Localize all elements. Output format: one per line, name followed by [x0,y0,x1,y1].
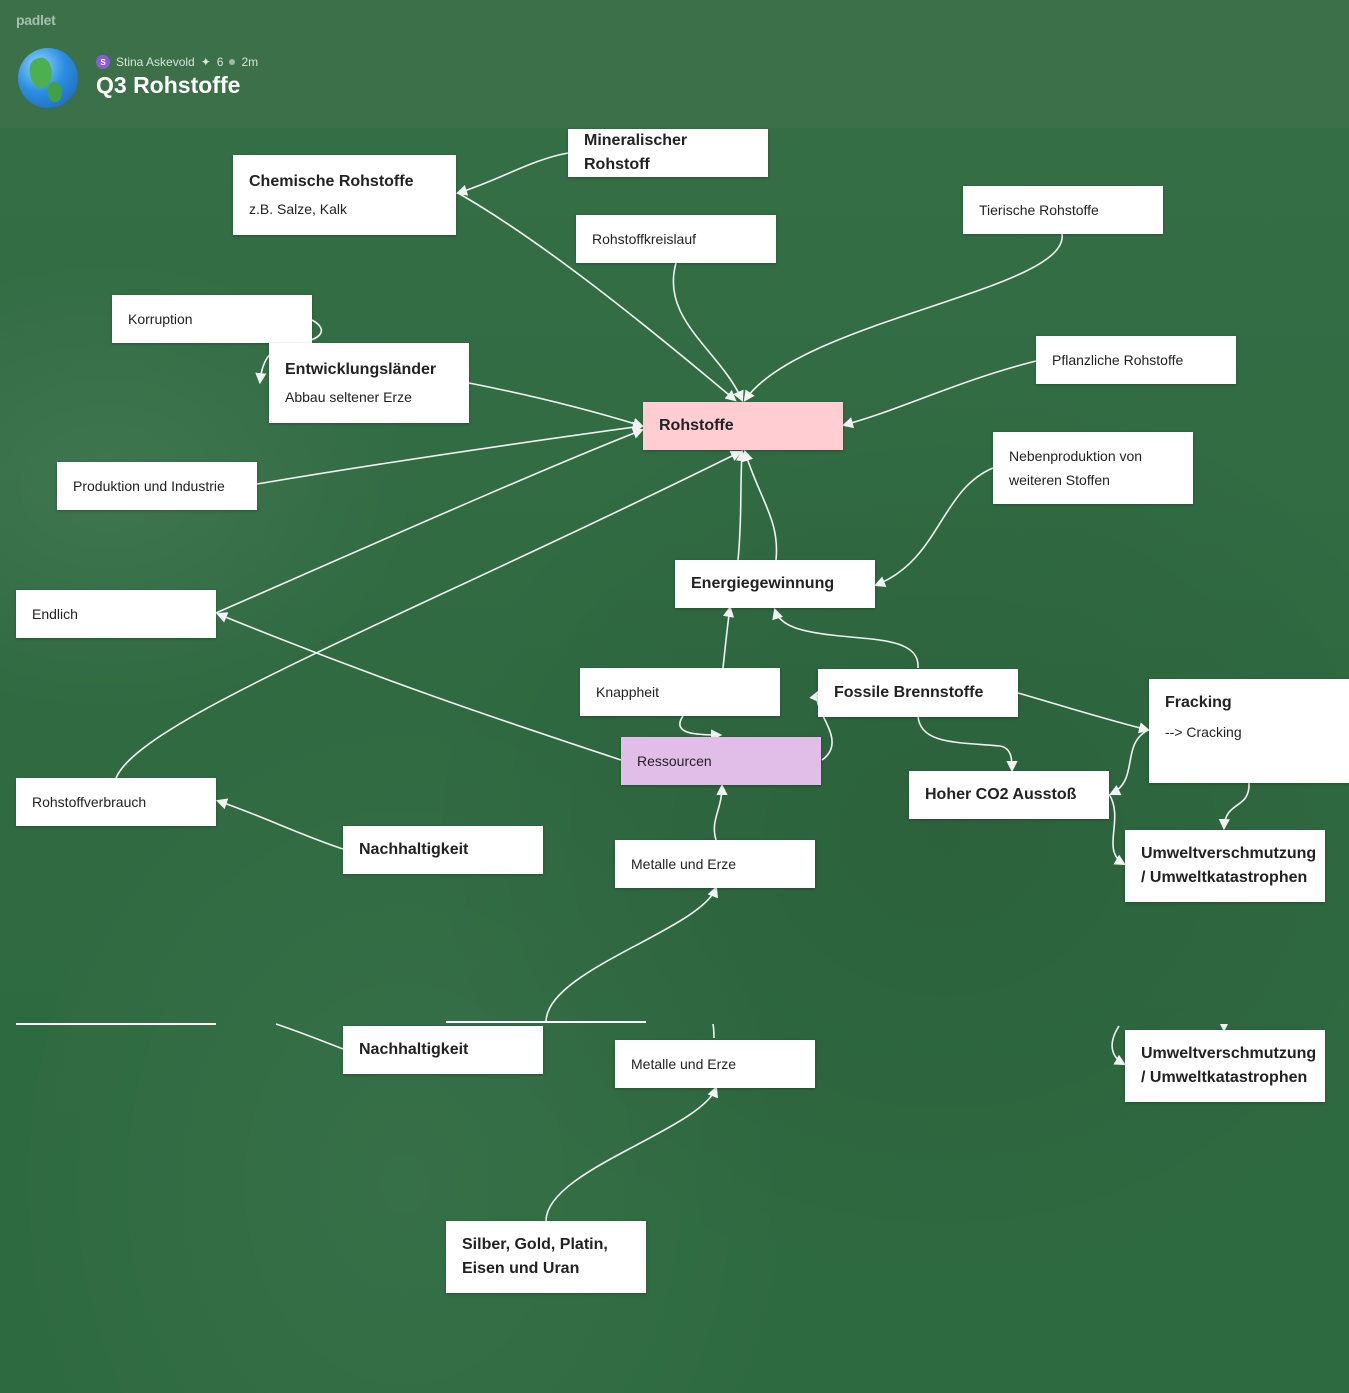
card-metalle-und-erze-duplicate[interactable]: Metalle und Erze [615,1040,815,1088]
card-rohstoffverbrauch[interactable]: Rohstoffverbrauch [16,778,216,826]
link-pflanzliche-rohstoffe [841,360,1037,429]
link-metalle-ressourcen [713,783,728,841]
card-entwicklungslaender[interactable]: Entwicklungsländer Abbau seltener Erze [269,343,469,423]
card-title: Korruption [128,311,193,327]
link-neben-energie [873,467,994,587]
link-knappheit-ressourcen [679,715,723,741]
card-title: Pflanzliche Rohstoffe [1052,352,1184,368]
card-subtitle: Abbau seltener Erze [285,389,412,405]
link-verbrauch-rohstoffe [115,450,743,779]
card-chemische-rohstoffe[interactable]: Chemische Rohstoffe z.B. Salze, Kalk [233,155,456,235]
cut-card-edge [446,1021,646,1023]
link-knappheit-energie [722,605,735,669]
card-umweltverschmutzung[interactable]: Umweltverschmutzung / Umweltkatastrophen [1125,830,1325,902]
card-title: Silber, Gold, Platin, Eisen und Uran [462,1236,608,1277]
card-title: Fracking [1165,694,1232,711]
link-fossile-co2 [917,715,1018,773]
link-fossile-energie [772,607,919,669]
author-name[interactable]: Stina Askevold [116,55,195,69]
card-title: Rohstoffe [659,417,734,434]
card-title: Ressourcen [637,753,712,769]
card-rohstoffkreislauf[interactable]: Rohstoffkreislauf [576,215,776,263]
card-title: Endlich [32,606,78,622]
last-updated: 2m [241,55,259,69]
link-kreislauf-rohstoffe [672,262,744,403]
card-knappheit[interactable]: Knappheit [580,668,780,716]
padlet-header: padlet S Stina Askevold ✦ 6 2m Q3 Rohsto… [0,0,1349,128]
card-title: Umweltverschmutzung / Umweltkatastrophen [1141,1045,1317,1086]
card-title: Metalle und Erze [631,1056,737,1072]
link-chemische-rohstoffe [457,192,737,402]
separator-dot [229,59,236,65]
card-metalle-und-erze[interactable]: Metalle und Erze [615,840,815,888]
card-fracking[interactable]: Fracking --> Cracking [1149,679,1349,783]
card-title: Tierische Rohstoffe [979,202,1099,218]
card-title: Energiegewinnung [691,575,835,592]
link-mineral-chemische [455,152,569,196]
card-title: Produktion und Industrie [73,478,225,494]
link-energie-rohstoffe-2 [742,449,778,561]
sparkle-icon: ✦ [200,55,211,69]
card-endlich[interactable]: Endlich [16,590,216,638]
page-title: Q3 Rohstoffe [96,72,241,98]
link-fracking-co2 [1108,729,1149,796]
card-nebenproduktion[interactable]: Nebenproduktion von weiteren Stoffen [993,432,1193,504]
avatar[interactable]: S [96,55,110,69]
card-title: Rohstoffverbrauch [32,794,147,810]
cut-card-edge [16,1023,216,1025]
card-title: Hoher CO2 Ausstoß [925,786,1077,803]
link-fossile-fracking [1017,692,1151,734]
link-fracking-umwelt [1218,782,1250,831]
card-pflanzliche-rohstoffe[interactable]: Pflanzliche Rohstoffe [1036,336,1236,384]
card-tierische-rohstoffe[interactable]: Tierische Rohstoffe [963,186,1163,234]
umwelt-arrowhead-stub [1220,1024,1228,1032]
link-energie-rohstoffe [735,449,748,561]
link-tierische-rohstoffe [743,233,1063,402]
link-ressourcen-endlich [215,612,622,761]
card-nachhaltigkeit[interactable]: Nachhaltigkeit [343,826,543,874]
link-silber-metalle-top [545,885,719,1023]
globe-icon [18,48,78,108]
card-title: Chemische Rohstoffe [249,173,414,190]
padlet-logo[interactable]: padlet [16,12,56,28]
card-title: Nachhaltigkeit [359,841,469,858]
author-meta: S Stina Askevold ✦ 6 2m [96,55,258,69]
link-ressourcen-fossile [809,689,833,761]
card-title: Knappheit [596,684,660,700]
link-silber-metalle [545,1085,719,1222]
card-title: Entwicklungsländer [285,361,437,378]
card-subtitle: --> Cracking [1165,724,1242,740]
card-title: Rohstoffkreislauf [592,231,697,247]
card-subtitle: z.B. Salze, Kalk [249,201,348,217]
card-fossile-brennstoffe[interactable]: Fossile Brennstoffe [818,669,1018,717]
card-silber-gold-platin[interactable]: Silber, Gold, Platin, Eisen und Uran [446,1221,646,1293]
card-rohstoffe[interactable]: Rohstoffe [643,402,843,450]
link-umwelt2-stub [1111,1025,1126,1066]
card-produktion-industrie[interactable]: Produktion und Industrie [57,462,257,510]
link-nachhaltigkeit-verbrauch [215,798,344,850]
link-endlich-rohstoffe [215,428,645,614]
card-title: Umweltverschmutzung / Umweltkatastrophen [1141,845,1317,886]
card-title: Nachhaltigkeit [359,1041,469,1058]
card-korruption[interactable]: Korruption [112,295,312,343]
card-title: Fossile Brennstoffe [834,684,984,701]
card-nachhaltigkeit-duplicate[interactable]: Nachhaltigkeit [343,1026,543,1074]
card-mineralischer-rohstoff[interactable]: Mineralischer Rohstoff [568,129,768,177]
contributor-count: 6 [216,55,224,69]
card-hoher-co2-ausstoss[interactable]: Hoher CO2 Ausstoß [909,771,1109,819]
card-title: Mineralischer Rohstoff [584,132,688,173]
link-produktion-rohstoffe [256,421,645,485]
link-co2-umwelt [1108,793,1126,866]
link-metalle2-stub [712,1023,715,1039]
card-title: Metalle und Erze [631,856,737,872]
card-title: Nebenproduktion von weiteren Stoffen [1009,448,1143,488]
card-ressourcen[interactable]: Ressourcen [621,737,821,785]
link-entwicklung-rohstoffe [468,382,645,429]
link-nachhaltigkeit2-stub [275,1023,344,1050]
card-energiegewinnung[interactable]: Energiegewinnung [675,560,875,608]
card-umweltverschmutzung-duplicate[interactable]: Umweltverschmutzung / Umweltkatastrophen [1125,1030,1325,1102]
